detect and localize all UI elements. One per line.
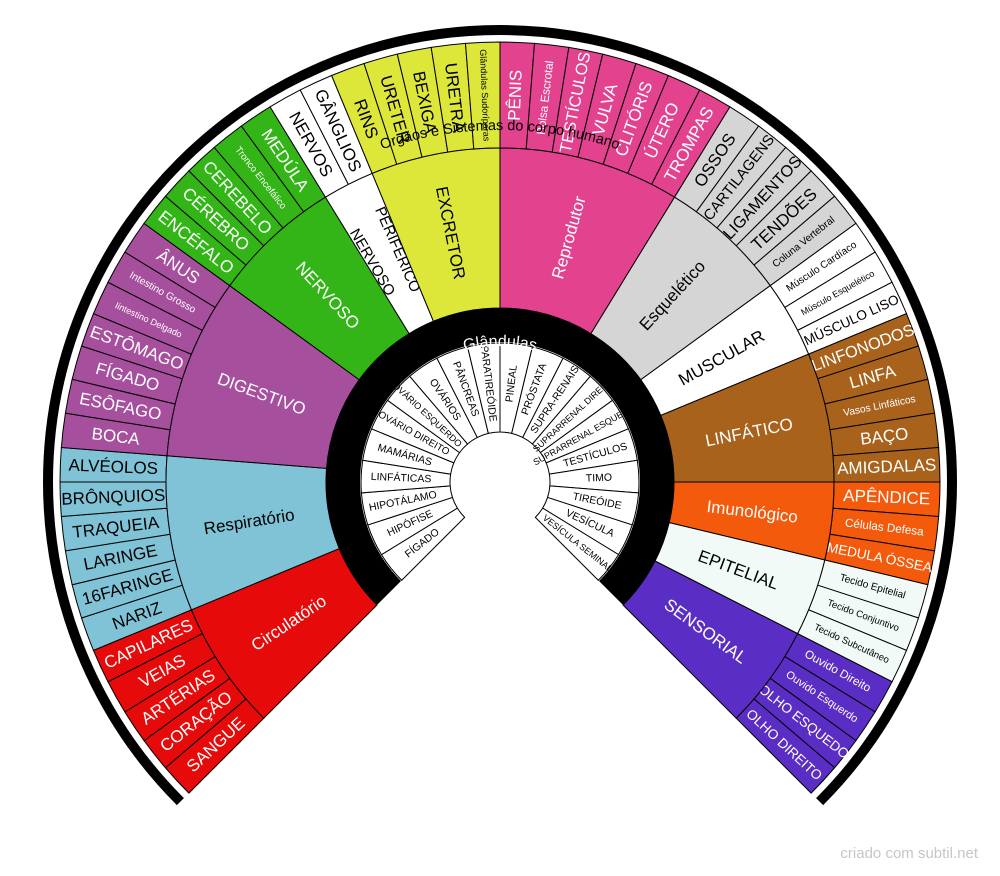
organ-label-glandulas-sudoriparas: Glândulas Sudoríparas bbox=[478, 49, 492, 142]
glands-ring: FÍGADOHIPÓFISEHIPOTÁLAMOLINFÁTICASMAMÁRI… bbox=[360, 342, 641, 581]
organ-label-alveolos: ALVÉOLOS bbox=[68, 456, 158, 478]
organ-label-bronquios: BRÔNQUIOS bbox=[61, 486, 166, 509]
gland-sector bbox=[534, 507, 620, 581]
organ-label-apendice: APÊNDICE bbox=[843, 486, 931, 508]
organ-label-amigdalas: AMIGDALAS bbox=[837, 455, 937, 478]
gland-label-pineal: PINEAL bbox=[503, 364, 519, 403]
gland-label-linfaticas: LINFÁTICAS bbox=[371, 470, 432, 485]
organ-label-penis: PÊNIS bbox=[505, 69, 526, 121]
gland-label-timo: TIMO bbox=[586, 472, 613, 485]
system-ring: CirculatórioRespiratórioDIGESTIVONERVOSO… bbox=[165, 147, 835, 719]
credit-text: criado com subtil.net bbox=[840, 845, 978, 862]
glands-band bbox=[326, 307, 674, 606]
glands-title: Glândulas bbox=[462, 333, 539, 354]
outer-ring bbox=[43, 25, 957, 806]
